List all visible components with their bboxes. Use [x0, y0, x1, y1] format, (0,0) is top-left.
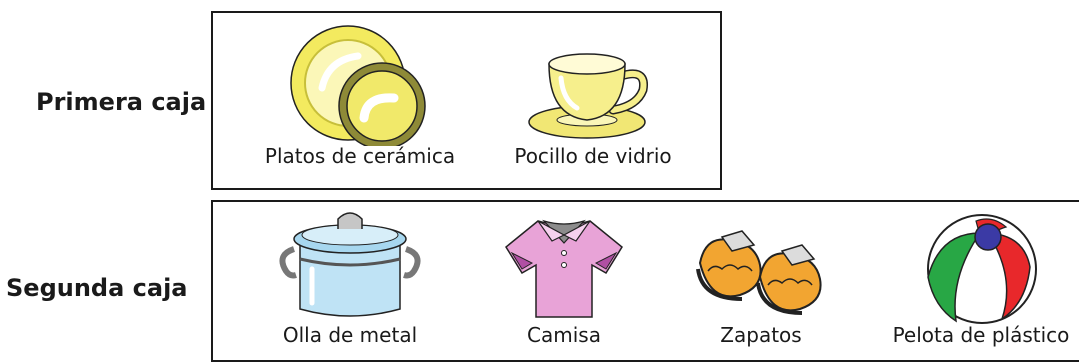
metal-pot-icon — [279, 212, 421, 317]
item-ceramic-plates: Platos de cerámica — [250, 18, 470, 166]
item-label: Pelota de plástico — [892, 323, 1070, 347]
item-label: Platos de cerámica — [264, 144, 456, 168]
item-label: Pocillo de vidrio — [514, 144, 672, 168]
ceramic-plates-icon — [290, 25, 426, 146]
item-label: Zapatos — [720, 323, 802, 347]
shirt-icon — [505, 219, 623, 318]
shoes-icon — [696, 230, 822, 315]
item-label: Olla de metal — [282, 323, 418, 347]
item-glass-cup: Pocillo de vidrio — [493, 18, 693, 166]
item-shoes: Zapatos — [686, 207, 836, 345]
item-shirt: Camisa — [494, 207, 634, 345]
glass-cup-icon — [528, 53, 649, 139]
item-metal-pot: Olla de metal — [260, 207, 440, 345]
first-box-label: Primera caja — [36, 88, 207, 116]
second-box-label: Segunda caja — [6, 274, 188, 302]
item-label: Camisa — [527, 323, 601, 347]
item-plastic-ball: Pelota de plástico — [886, 207, 1076, 345]
plastic-ball-icon — [927, 214, 1037, 324]
